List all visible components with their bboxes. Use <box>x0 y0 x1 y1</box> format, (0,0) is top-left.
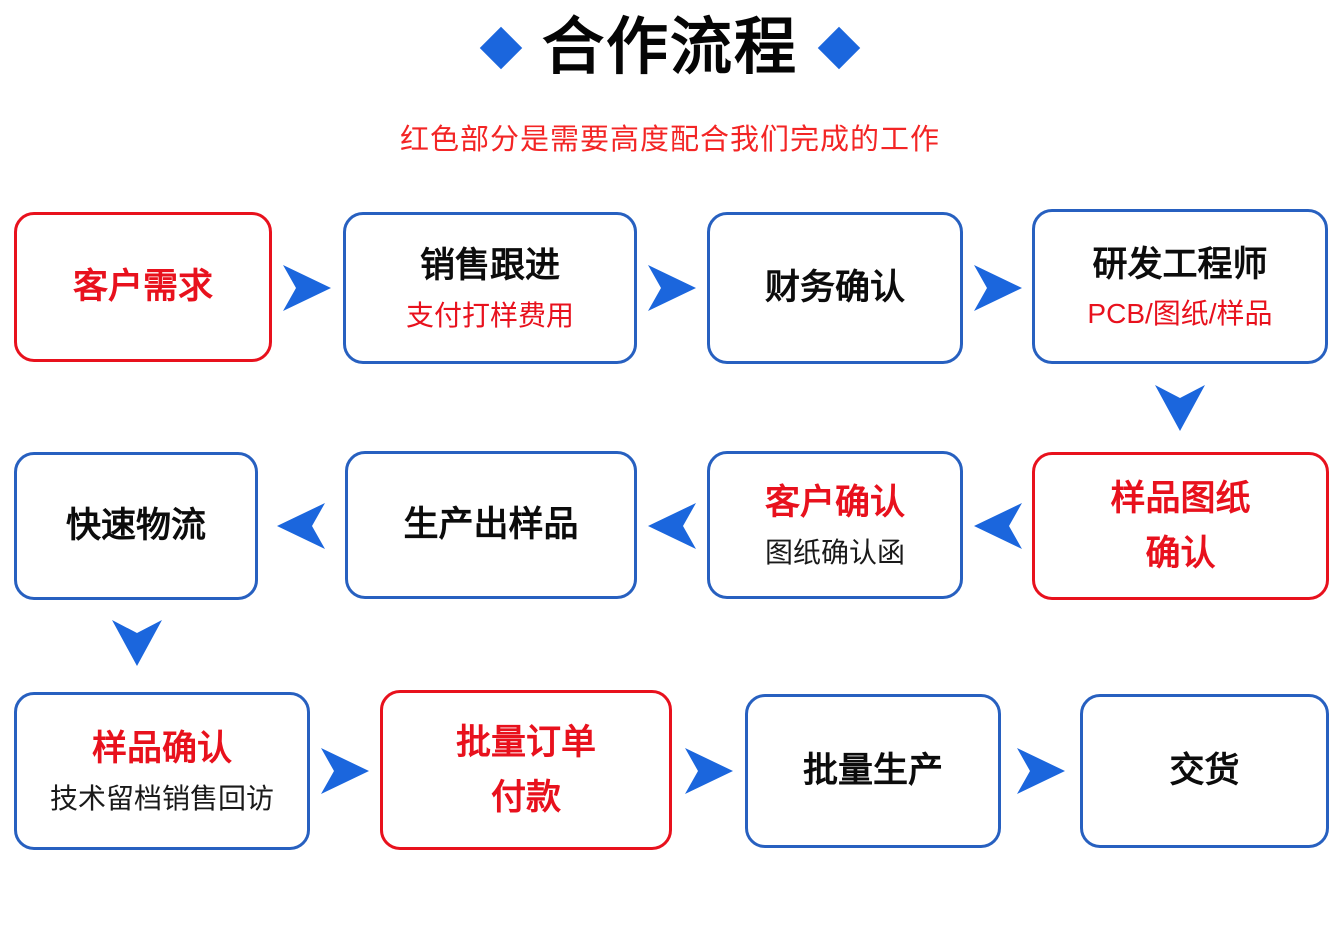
box-title: 样品图纸 <box>1110 478 1251 518</box>
box-title: 交货 <box>1169 751 1240 791</box>
arrow-down-icon <box>1155 385 1205 431</box>
box-title-line2: 付款 <box>490 778 561 817</box>
flow-box-delivery: 交货 <box>1080 694 1329 848</box>
box-title: 研发工程师 <box>1092 244 1268 284</box>
arrow-right-icon <box>685 748 733 794</box>
flow-box-sample-confirm: 样品确认 技术留档销售回访 <box>14 692 310 850</box>
flow-box-customer-confirm: 客户确认 图纸确认函 <box>707 451 963 599</box>
arrow-left-icon <box>648 503 696 549</box>
page-subtitle: 红色部分是需要高度配合我们完成的工作 <box>399 124 940 156</box>
flow-box-customer-demand: 客户需求 <box>14 212 272 362</box>
arrow-right-icon <box>648 265 696 311</box>
flow-box-finance-confirm: 财务确认 <box>707 212 963 364</box>
arrow-down-icon <box>112 620 162 666</box>
box-title: 生产出样品 <box>403 505 579 545</box>
arrow-right-icon <box>974 265 1022 311</box>
arrow-right-icon <box>321 748 369 794</box>
box-title-line2: 确认 <box>1145 534 1216 573</box>
flow-box-sample-drawing-confirm: 样品图纸 确认 <box>1032 452 1329 600</box>
box-title: 客户需求 <box>72 267 213 307</box>
flow-box-produce-sample: 生产出样品 <box>345 451 637 599</box>
flow-box-rd-engineer: 研发工程师 PCB/图纸/样品 <box>1032 209 1328 364</box>
box-subtitle: 技术留档销售回访 <box>49 782 274 814</box>
page-title-row: 合作流程 <box>0 13 1340 82</box>
flow-box-fast-logistics: 快速物流 <box>14 452 258 600</box>
box-title: 销售跟进 <box>419 246 560 286</box>
arrow-right-icon <box>1017 748 1065 794</box>
box-title: 样品确认 <box>91 729 232 769</box>
box-title: 快速物流 <box>65 506 206 546</box>
flow-box-sales-follow-up: 销售跟进 支付打样费用 <box>343 212 637 364</box>
diamond-icon <box>479 26 523 70</box>
flow-box-bulk-production: 批量生产 <box>745 694 1001 848</box>
arrow-left-icon <box>974 503 1022 549</box>
flow-box-bulk-order-payment: 批量订单 付款 <box>380 690 672 850</box>
box-title: 财务确认 <box>764 268 905 308</box>
box-title: 批量订单 <box>455 722 596 762</box>
box-subtitle: PCB/图纸/样品 <box>1087 298 1273 330</box>
page-title: 合作流程 <box>541 13 798 82</box>
diamond-icon <box>817 26 861 70</box>
box-subtitle: 图纸确认函 <box>764 536 905 568</box>
arrow-right-icon <box>283 265 331 311</box>
box-title: 批量生产 <box>802 751 943 791</box>
arrow-left-icon <box>277 503 325 549</box>
box-title: 客户确认 <box>764 483 905 523</box>
box-subtitle: 支付打样费用 <box>405 299 574 331</box>
